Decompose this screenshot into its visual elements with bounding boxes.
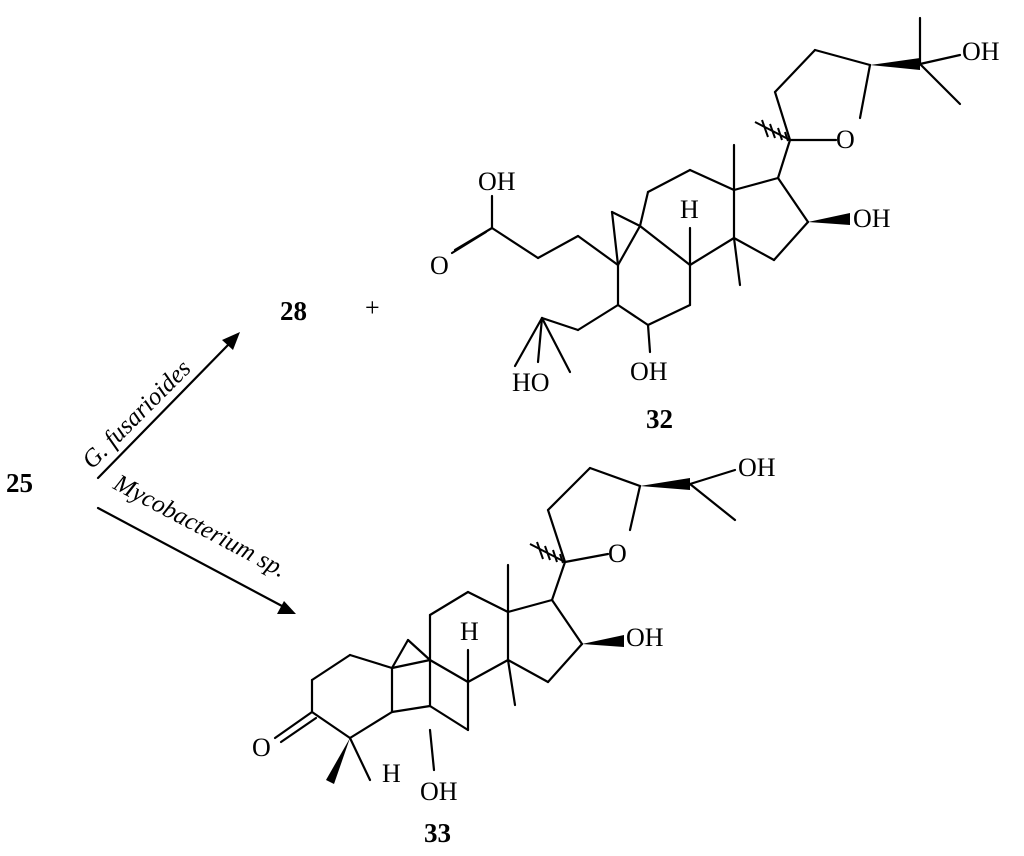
s32-o-carbonyl: O — [430, 251, 449, 280]
s33-h-5: H — [382, 759, 401, 788]
arrow-bottom — [96, 506, 296, 614]
s32-h: H — [680, 195, 699, 224]
structure-32 — [450, 16, 962, 374]
s32-ho: HO — [512, 368, 550, 397]
s33-oh-ring-b: OH — [420, 777, 458, 806]
s32-o-thf: O — [836, 125, 855, 154]
structure-33 — [273, 466, 737, 784]
compound-25-label: 25 — [6, 468, 33, 498]
s32-oh-side: OH — [962, 37, 1000, 66]
s32-oh-ring-d: OH — [853, 204, 891, 233]
s32-oh-acid: OH — [478, 167, 516, 196]
reagent-g-fusarioides: G. fusarioides — [77, 355, 196, 474]
s33-o-ketone: O — [252, 733, 271, 762]
compound-32-label: 32 — [646, 404, 673, 434]
compound-33-label: 33 — [424, 818, 451, 848]
s33-o-thf: O — [608, 539, 627, 568]
compound-28-label: 28 — [280, 296, 307, 326]
s33-oh-ring-d: OH — [626, 623, 664, 652]
reagent-mycobacterium: Mycobacterium sp. — [108, 469, 291, 583]
plus-sign: + — [365, 293, 380, 322]
s32-oh-ring-a: OH — [630, 357, 668, 386]
arrow-top — [96, 332, 240, 480]
s33-h-8: H — [460, 617, 479, 646]
s33-oh-side: OH — [738, 453, 776, 482]
